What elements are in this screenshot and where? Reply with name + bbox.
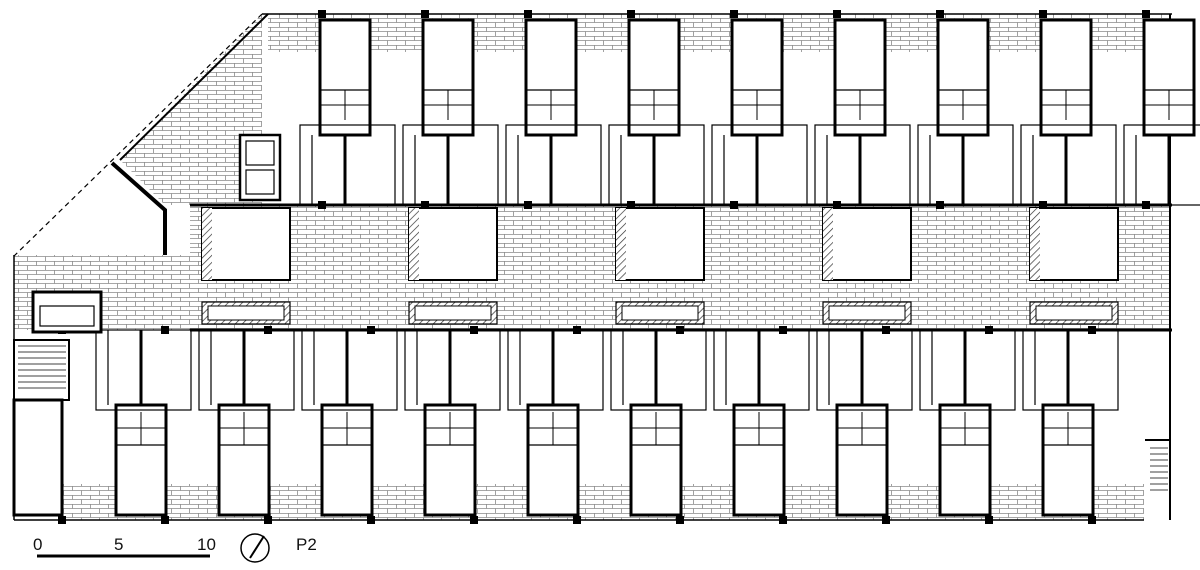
column-top: [1142, 10, 1150, 18]
column-bottom: [161, 516, 169, 524]
bottom-unit-terrace: [610, 329, 707, 411]
column-bottom: [58, 516, 66, 524]
top-unit-terrace: [917, 124, 1014, 206]
paving-band-top: [268, 14, 1170, 52]
paving-layer: [14, 14, 1170, 520]
entry-lift: [31, 290, 103, 334]
entry-lift-car: [39, 305, 95, 327]
courtyard: [822, 207, 912, 281]
column-top: [318, 10, 326, 18]
column-mid-top: [1039, 201, 1047, 209]
courtyard: [408, 207, 498, 281]
north-arrow-icon: [240, 533, 270, 563]
top-unit-terrace: [505, 124, 602, 206]
lift-car: [245, 169, 275, 195]
column-top: [936, 10, 944, 18]
column-top: [1039, 10, 1047, 18]
column-mid-top: [318, 201, 326, 209]
structural-columns: [58, 10, 1150, 524]
column-bottom: [264, 516, 272, 524]
column-top: [730, 10, 738, 18]
column-top: [627, 10, 635, 18]
top-unit-room: [730, 18, 784, 137]
bottom-unit-terrace: [1022, 329, 1119, 411]
courtyard: [201, 207, 291, 281]
bottom-unit-terrace: [713, 329, 810, 411]
column-bottom: [1088, 516, 1096, 524]
column-mid-top: [936, 201, 944, 209]
bottom-unit-terrace: [95, 329, 192, 411]
top-unit-terrace: [711, 124, 808, 206]
lift-core: [238, 133, 282, 202]
ramp-inner: [414, 305, 492, 321]
diagonal-edge-dashed: [11, 13, 263, 259]
column-mid-bottom: [264, 326, 272, 334]
bottom-unit-terrace: [919, 329, 1016, 411]
column-bottom: [676, 516, 684, 524]
column-bottom: [367, 516, 375, 524]
column-mid-bottom: [1088, 326, 1096, 334]
column-bottom: [985, 516, 993, 524]
column-bottom: [573, 516, 581, 524]
courtyard-hatch: [1030, 208, 1040, 280]
top-unit-terrace: [1020, 124, 1117, 206]
column-bottom: [470, 516, 478, 524]
north-arrow-needle: [249, 535, 265, 559]
ramp-inner: [207, 305, 285, 321]
corner-stair-core: [11, 13, 1170, 517]
ramp-inner: [1035, 305, 1113, 321]
column-mid-bottom: [161, 326, 169, 334]
column-mid-bottom: [882, 326, 890, 334]
column-mid-bottom: [676, 326, 684, 334]
column-mid-top: [730, 201, 738, 209]
column-mid-top: [421, 201, 429, 209]
legend-group: [37, 533, 270, 563]
bottom-unit-terrace: [816, 329, 913, 411]
column-mid-bottom: [470, 326, 478, 334]
diagonal-parapet: [110, 161, 167, 255]
scale-label-0: 0: [33, 535, 43, 554]
sheet-label: P2: [296, 535, 317, 554]
column-mid-bottom: [985, 326, 993, 334]
ramp-inner: [621, 305, 699, 321]
column-top: [833, 10, 841, 18]
column-mid-bottom: [779, 326, 787, 334]
column-mid-bottom: [573, 326, 581, 334]
column-bottom: [882, 516, 890, 524]
scale-label-5: 5: [114, 535, 124, 554]
column-mid-bottom: [367, 326, 375, 334]
courtyard-hatch: [616, 208, 626, 280]
bottom-unit-terrace: [404, 329, 501, 411]
top-unit-terrace: [299, 124, 396, 206]
column-mid-top: [524, 201, 532, 209]
top-unit-terrace: [814, 124, 911, 206]
courtyard: [615, 207, 705, 281]
top-unit-terrace: [402, 124, 499, 206]
column-bottom: [779, 516, 787, 524]
courtyard: [1029, 207, 1119, 281]
lift-car: [245, 140, 275, 166]
column-mid-top: [833, 201, 841, 209]
scale-label-10: 10: [197, 535, 216, 554]
diagonal-wall: [119, 13, 269, 161]
column-mid-top: [1142, 201, 1150, 209]
apartment-units: [95, 18, 1200, 517]
column-top: [524, 10, 532, 18]
courtyard-hatch: [823, 208, 833, 280]
ramp-inner: [828, 305, 906, 321]
courtyard-hatch: [202, 208, 212, 280]
courtyard-hatch: [409, 208, 419, 280]
column-mid-top: [627, 201, 635, 209]
column-top: [421, 10, 429, 18]
paving-stair-triangle: [120, 14, 262, 205]
bottom-unit-terrace: [301, 329, 398, 411]
bottom-unit-terrace: [198, 329, 295, 411]
top-unit-terrace: [1123, 124, 1200, 206]
top-unit-terrace: [608, 124, 705, 206]
corner-unit: [12, 398, 64, 517]
bottom-unit-terrace: [507, 329, 604, 411]
